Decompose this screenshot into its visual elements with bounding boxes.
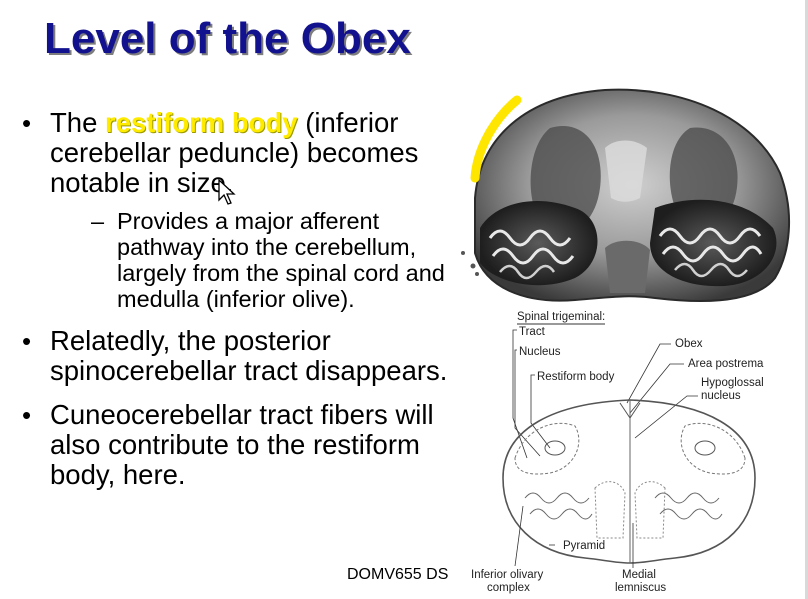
bullet-3: • Cuneocerebellar tract fibers will also… xyxy=(18,400,458,490)
bullet-1: • The restiform body (inferior cerebella… xyxy=(18,107,458,313)
label-inferior-olivary-1: Inferior olivary xyxy=(471,569,543,581)
medulla-diagram: Spinal trigeminal: Tract Nucleus Restifo… xyxy=(471,311,764,594)
bullet-list: • The restiform body (inferior cerebella… xyxy=(18,108,458,490)
label-medial-lemniscus-1: Medial xyxy=(622,569,656,581)
highlighted-term: restiform body xyxy=(105,107,298,138)
sub-bullet-1-text: Provides a major afferent pathway into t… xyxy=(117,208,445,312)
label-obex: Obex xyxy=(675,338,703,350)
label-hypoglossal-2: nucleus xyxy=(701,390,741,402)
slide-title: Level of the Obex xyxy=(44,14,411,63)
bullet-1-rest: (inferior cerebellar peduncle) becomes n… xyxy=(50,107,419,198)
sub-bullet-dash: – xyxy=(91,208,105,234)
bullet-3-text: Cuneocerebellar tract fibers will also c… xyxy=(50,399,434,490)
brain-section-photo xyxy=(461,88,790,303)
label-inferior-olivary-2: complex xyxy=(487,582,530,594)
mouse-cursor-icon xyxy=(218,178,236,205)
bullet-dot: • xyxy=(22,326,32,356)
bullet-dot: • xyxy=(22,108,32,138)
label-pyramid: Pyramid xyxy=(563,540,605,552)
window-edge xyxy=(805,0,808,599)
label-hypoglossal-1: Hypoglossal xyxy=(701,377,764,389)
label-spinal-trigeminal: Spinal trigeminal: xyxy=(517,311,605,323)
bullet-dot: • xyxy=(22,400,32,430)
label-tract: Tract xyxy=(519,326,546,338)
restiform-highlight-stroke xyxy=(470,95,522,183)
sub-bullet-1: – Provides a major afferent pathway into… xyxy=(50,208,458,312)
slide-footer: DOMV655 DS xyxy=(347,566,449,583)
label-area-postrema: Area postrema xyxy=(688,358,764,370)
label-nucleus: Nucleus xyxy=(519,346,561,358)
bullet-2: • Relatedly, the posterior spinocerebell… xyxy=(18,326,458,386)
label-medial-lemniscus-2: lemniscus xyxy=(615,582,666,594)
bullet-2-text: Relatedly, the posterior spinocerebellar… xyxy=(50,325,448,386)
bullet-1-lead: The xyxy=(50,107,106,138)
label-restiform-body: Restiform body xyxy=(537,371,615,383)
